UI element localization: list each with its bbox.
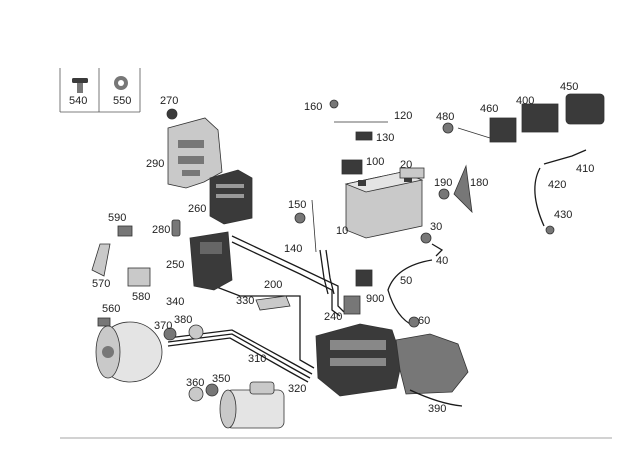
callout-labels: 270 160 120 130 100 20 290 260 150 10 30… — [92, 81, 594, 415]
relay-900[interactable] — [355, 269, 373, 287]
callout-340[interactable]: 340 — [166, 296, 184, 308]
legend-number-540: 540 — [69, 95, 87, 107]
callout-20[interactable]: 20 — [400, 159, 412, 171]
cable-40[interactable] — [431, 243, 444, 257]
holder-580[interactable] — [127, 267, 151, 287]
module-400[interactable] — [521, 103, 559, 133]
legend-number-550: 550 — [113, 95, 131, 107]
callout-450[interactable]: 450 — [560, 81, 578, 93]
callout-580[interactable]: 580 — [132, 291, 150, 303]
fuse-box-250[interactable] — [189, 231, 233, 291]
callout-370[interactable]: 370 — [154, 320, 172, 332]
callout-330[interactable]: 330 — [236, 295, 254, 307]
callout-480[interactable]: 480 — [436, 111, 454, 123]
hose-410[interactable] — [543, 149, 587, 165]
grommet-icon — [114, 76, 128, 90]
grommet-480[interactable] — [442, 122, 454, 134]
callout-260[interactable]: 260 — [188, 203, 206, 215]
callout-200[interactable]: 200 — [264, 279, 282, 291]
callout-270[interactable]: 270 — [160, 95, 178, 107]
callout-310[interactable]: 310 — [248, 353, 266, 365]
callout-120[interactable]: 120 — [394, 110, 412, 122]
legend-item-540[interactable]: 540 — [69, 78, 88, 107]
callout-10[interactable]: 10 — [336, 225, 348, 237]
hose-420[interactable] — [534, 167, 545, 227]
callout-390[interactable]: 390 — [428, 403, 446, 415]
callout-420[interactable]: 420 — [548, 179, 566, 191]
grommet-430[interactable] — [545, 225, 555, 235]
callout-360[interactable]: 360 — [186, 377, 204, 389]
alternator[interactable] — [95, 321, 163, 383]
callout-400[interactable]: 400 — [516, 95, 534, 107]
bracket-strip[interactable] — [457, 127, 491, 139]
fastener-280[interactable] — [171, 219, 181, 237]
callout-560[interactable]: 560 — [102, 303, 120, 315]
module-260[interactable] — [209, 169, 253, 225]
nut-160[interactable] — [329, 99, 339, 109]
bracket-570[interactable] — [91, 243, 111, 277]
callout-60[interactable]: 60 — [418, 315, 430, 327]
terminal-30[interactable] — [420, 232, 432, 244]
grommet-360[interactable] — [188, 386, 204, 402]
connector-240[interactable] — [343, 295, 361, 315]
grommet-380[interactable] — [188, 324, 204, 340]
grommet-370[interactable] — [163, 327, 177, 341]
callout-140[interactable]: 140 — [284, 243, 302, 255]
cable-50[interactable] — [387, 259, 433, 327]
callout-100[interactable]: 100 — [366, 156, 384, 168]
pad-130[interactable] — [355, 131, 373, 141]
callout-350[interactable]: 350 — [212, 373, 230, 385]
cover-20[interactable] — [399, 167, 425, 179]
callout-160[interactable]: 160 — [304, 101, 322, 113]
cable-390[interactable] — [409, 389, 463, 407]
callout-460[interactable]: 460 — [480, 103, 498, 115]
callout-180[interactable]: 180 — [470, 177, 488, 189]
callout-240[interactable]: 240 — [324, 311, 342, 323]
callout-320[interactable]: 320 — [288, 383, 306, 395]
callout-30[interactable]: 30 — [430, 221, 442, 233]
module-450[interactable] — [565, 93, 605, 125]
callout-150[interactable]: 150 — [288, 199, 306, 211]
callout-410[interactable]: 410 — [576, 163, 594, 175]
clip-560[interactable] — [97, 317, 111, 327]
screw-icon — [72, 78, 88, 93]
starter-motor[interactable] — [219, 381, 285, 429]
bracket-180[interactable] — [453, 164, 473, 214]
grommet-190[interactable] — [438, 188, 450, 200]
bracket-330[interactable] — [255, 295, 291, 311]
callout-130[interactable]: 130 — [376, 132, 394, 144]
battery[interactable] — [344, 171, 424, 239]
callout-290[interactable]: 290 — [146, 158, 164, 170]
grommet-60[interactable] — [408, 316, 420, 328]
engine-transmission[interactable] — [315, 323, 469, 397]
callout-590[interactable]: 590 — [108, 212, 126, 224]
callout-900[interactable]: 900 — [366, 293, 384, 305]
legend-item-550[interactable]: 550 — [113, 76, 131, 107]
clip-590[interactable] — [117, 225, 133, 237]
cable-140[interactable] — [311, 199, 317, 253]
module-460[interactable] — [489, 117, 517, 143]
nut-150[interactable] — [294, 212, 306, 224]
legend-box — [59, 68, 141, 113]
callout-570[interactable]: 570 — [92, 278, 110, 290]
callout-430[interactable]: 430 — [554, 209, 572, 221]
callout-190[interactable]: 190 — [434, 177, 452, 189]
clip-270[interactable] — [166, 108, 178, 120]
callout-280[interactable]: 280 — [152, 224, 170, 236]
bracket-290[interactable] — [167, 117, 223, 189]
terminal-100[interactable] — [341, 159, 363, 175]
callout-40[interactable]: 40 — [436, 255, 448, 267]
callout-250[interactable]: 250 — [166, 259, 184, 271]
callout-380[interactable]: 380 — [174, 314, 192, 326]
callout-50[interactable]: 50 — [400, 275, 412, 287]
grommet-350[interactable] — [205, 383, 219, 397]
